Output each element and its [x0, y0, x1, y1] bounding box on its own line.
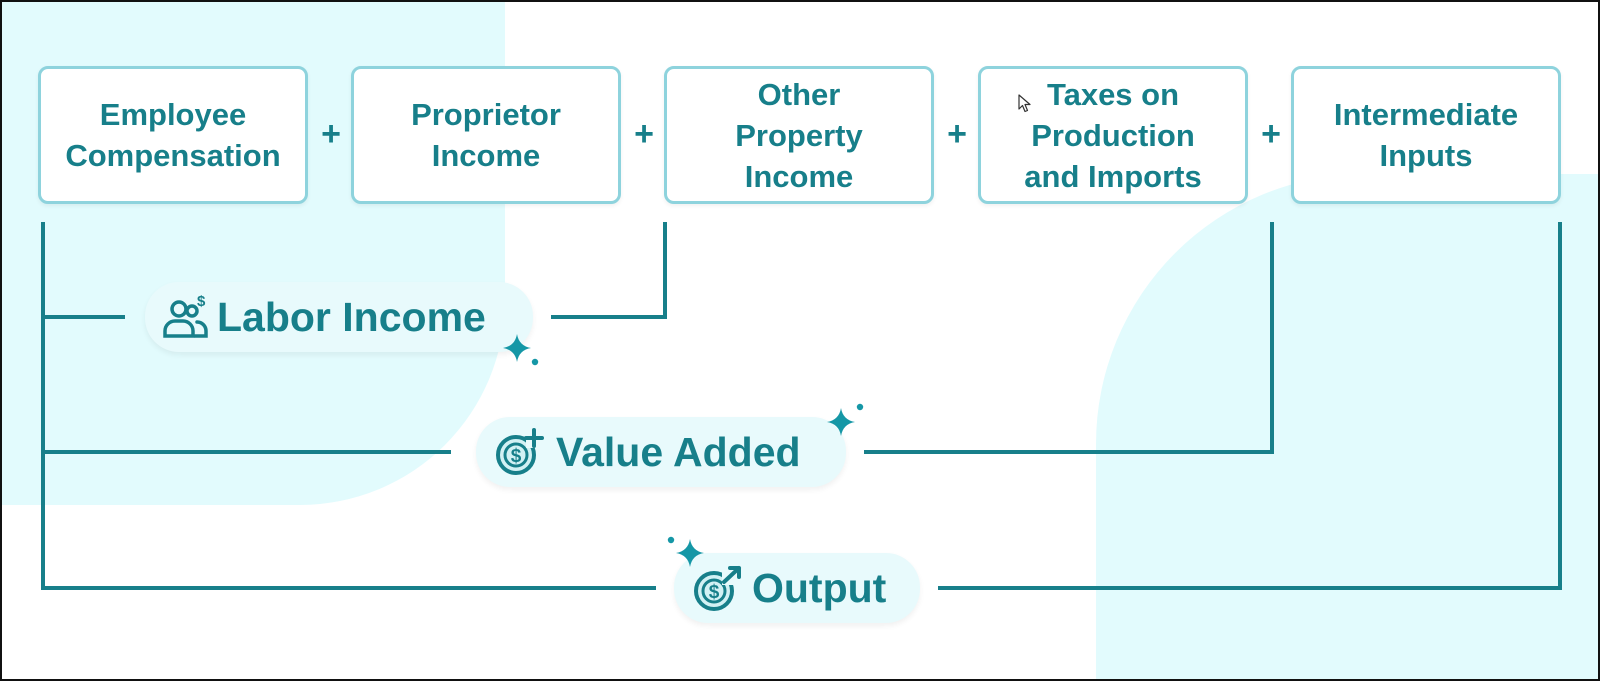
sparkle-icon	[667, 536, 704, 567]
plus-sign: +	[634, 115, 654, 153]
output-label: Output	[752, 564, 887, 611]
plus-sign: +	[321, 115, 341, 153]
sparkle-icon	[827, 403, 864, 436]
labor-income-pill: $ Labor Income	[145, 282, 533, 352]
labor-income-label: Labor Income	[217, 293, 486, 340]
component-box-intermediate-inputs: Intermediate Inputs	[1291, 66, 1561, 204]
svg-text:$: $	[709, 582, 720, 603]
plus-sign: +	[1261, 115, 1281, 153]
people-dollar-icon: $	[163, 293, 208, 338]
background-blob-right	[1096, 174, 1598, 679]
sparkle-icon	[503, 334, 539, 366]
output-right-line	[938, 222, 1562, 590]
dollar-growth-icon: $	[694, 565, 742, 611]
dollar-plus-icon: $	[496, 428, 544, 475]
svg-text:$: $	[197, 293, 206, 310]
component-box-proprietor-income: Proprietor Income	[351, 66, 621, 204]
value-added-pill: $ Value Added	[476, 417, 846, 487]
component-box-employee-compensation: Employee Compensation	[38, 66, 308, 204]
output-pill: $ Output	[674, 553, 920, 623]
component-box-other-property-income: Other Property Income	[664, 66, 934, 204]
labor-income-right-line	[551, 222, 667, 319]
value-added-right-line	[864, 222, 1274, 454]
component-box-taxes-on-production: Taxes on Production and Imports	[978, 66, 1248, 204]
mouse-cursor-icon	[1018, 94, 1031, 113]
plus-sign: +	[947, 115, 967, 153]
svg-text:$: $	[511, 446, 522, 467]
value-added-label: Value Added	[556, 428, 801, 475]
